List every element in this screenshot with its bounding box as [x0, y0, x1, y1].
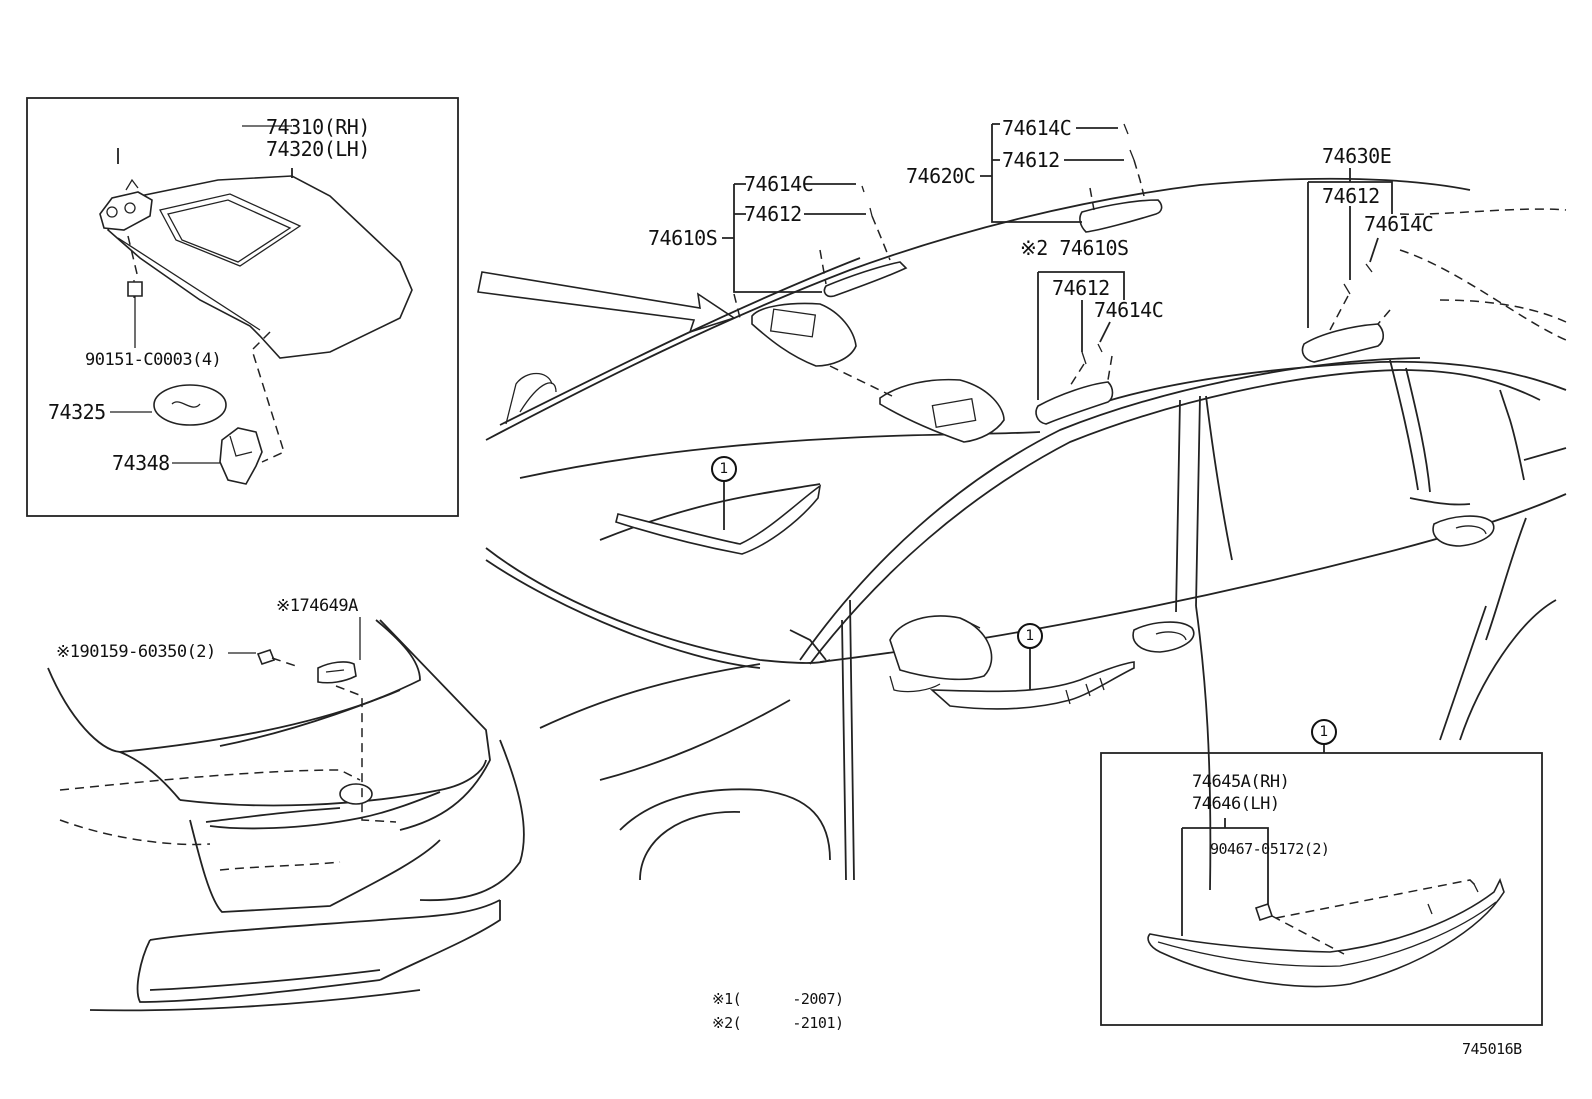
- vehicle-body-outline: [485, 177, 1567, 891]
- note-1-range: ( -2007): [732, 990, 844, 1008]
- molding-inset-frame: [1100, 752, 1543, 1026]
- molding-rh-label: 74645A(RH): [1192, 772, 1290, 792]
- molding-lh-label: 74646(LH): [1192, 794, 1280, 814]
- visor-lh-label: 74320(LH): [266, 137, 370, 161]
- front-clip-label: 74614C: [744, 172, 814, 196]
- circle-marker-1-door-side: 1: [1017, 623, 1043, 649]
- callout-arrow: [477, 271, 736, 334]
- note-2-mark: ※2: [712, 1014, 733, 1032]
- visor-cover-drawing: [153, 384, 227, 426]
- note-1: ※1( -2007): [712, 992, 844, 1007]
- mid-screw-label: 74612: [1002, 148, 1060, 172]
- note-1-mark: ※1: [712, 990, 733, 1008]
- rear-clip-label: 74614C: [1094, 298, 1164, 322]
- mid-clip-label: 74614C: [1002, 116, 1072, 140]
- rear-grip-e-label: 74630E: [1322, 144, 1392, 168]
- molding-clip-label: 90467-05172(2): [1210, 840, 1330, 858]
- note-2: ※2( -2101): [712, 1016, 844, 1031]
- visor-inset-frame: [26, 97, 459, 517]
- grip-assy-c-label: 74620C: [906, 164, 976, 188]
- front-screw-label: 74612: [744, 202, 802, 226]
- rear-e-screw-label: 74612: [1322, 184, 1380, 208]
- rear-screw-label: 74612: [1052, 276, 1110, 300]
- trunk-lamp-label: ※174649A: [276, 596, 358, 616]
- front-visor-assy-label: 74610S: [648, 226, 718, 250]
- trunk-bolt-label: ※190159-60350(2): [56, 642, 216, 662]
- trunk-outline: [47, 619, 525, 1012]
- diagram-id: 745016B: [1462, 1040, 1522, 1058]
- note-2-range: ( -2101): [732, 1014, 844, 1032]
- rear-e-clip-label: 74614C: [1364, 212, 1434, 236]
- visor-holder-label: 74348: [112, 451, 170, 475]
- visor-holder-drawing: [219, 427, 263, 485]
- door-molding-drawing: [1147, 877, 1505, 988]
- trunk-lamp-drawing: [317, 661, 357, 684]
- rear-grip-assy-label: ※2 74610S: [1020, 236, 1129, 260]
- visor-rh-label: 74310(RH): [266, 115, 370, 139]
- front-visor-pair-drawing: [751, 302, 1005, 443]
- visor-cover-label: 74325: [48, 400, 106, 424]
- sun-visor-drawing: [99, 175, 413, 359]
- circle-marker-1-door-front: 1: [711, 456, 737, 482]
- circle-marker-1-inset: 1: [1311, 719, 1337, 745]
- visor-screw-label: 90151-C0003(4): [85, 350, 222, 370]
